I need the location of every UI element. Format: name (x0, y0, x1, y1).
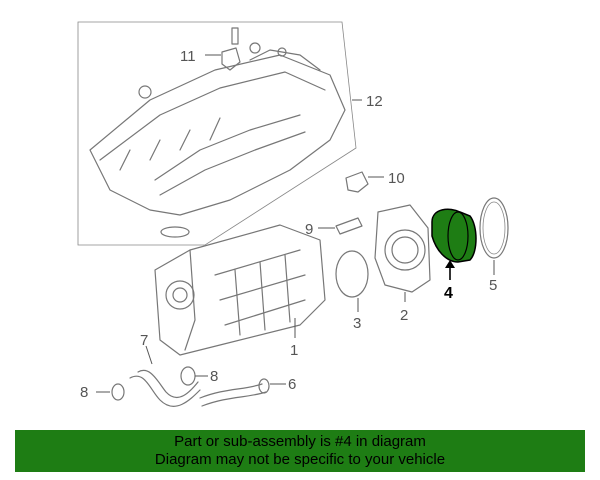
callout-8-right: 8 (210, 368, 218, 385)
part-9-sensor (335, 217, 363, 235)
callout-6: 6 (288, 376, 296, 393)
callout-9: 9 (305, 221, 313, 238)
callout-4: 4 (444, 285, 453, 302)
callout-3: 3 (353, 315, 361, 332)
callout-7: 7 (140, 332, 148, 349)
callout-10: 10 (388, 170, 405, 187)
part-11-bracket (221, 27, 241, 71)
intake-manifold (89, 42, 346, 238)
part-3-gasket (335, 250, 369, 298)
callout-2: 2 (400, 307, 408, 324)
part-4-seal-highlighted (431, 208, 477, 263)
group-12-bracket (77, 21, 357, 246)
part-8-clamp-left (111, 383, 125, 401)
callout-5: 5 (489, 277, 497, 294)
banner-line-2: Diagram may not be specific to your vehi… (154, 451, 446, 468)
part-1-supercharger (154, 224, 326, 356)
banner-line-1: Part or sub-assembly is #4 in diagram (174, 433, 426, 450)
callout-8-left: 8 (80, 384, 88, 401)
callout-1: 1 (290, 342, 298, 359)
callout-11: 11 (180, 48, 196, 65)
part-6-pipe (199, 378, 270, 407)
callout-12: 12 (366, 93, 383, 110)
part-10-sensor (345, 171, 369, 193)
part-8-clamp-right (180, 366, 196, 386)
part-5-clamp (479, 197, 509, 259)
part-7-hose (129, 369, 201, 407)
part-2-throttle-body (374, 204, 431, 293)
parts-diagram: 11 12 10 9 1 3 2 4 5 7 8 8 6 (77, 21, 509, 407)
info-banner: Part or sub-assembly is #4 in diagram Di… (15, 430, 585, 472)
